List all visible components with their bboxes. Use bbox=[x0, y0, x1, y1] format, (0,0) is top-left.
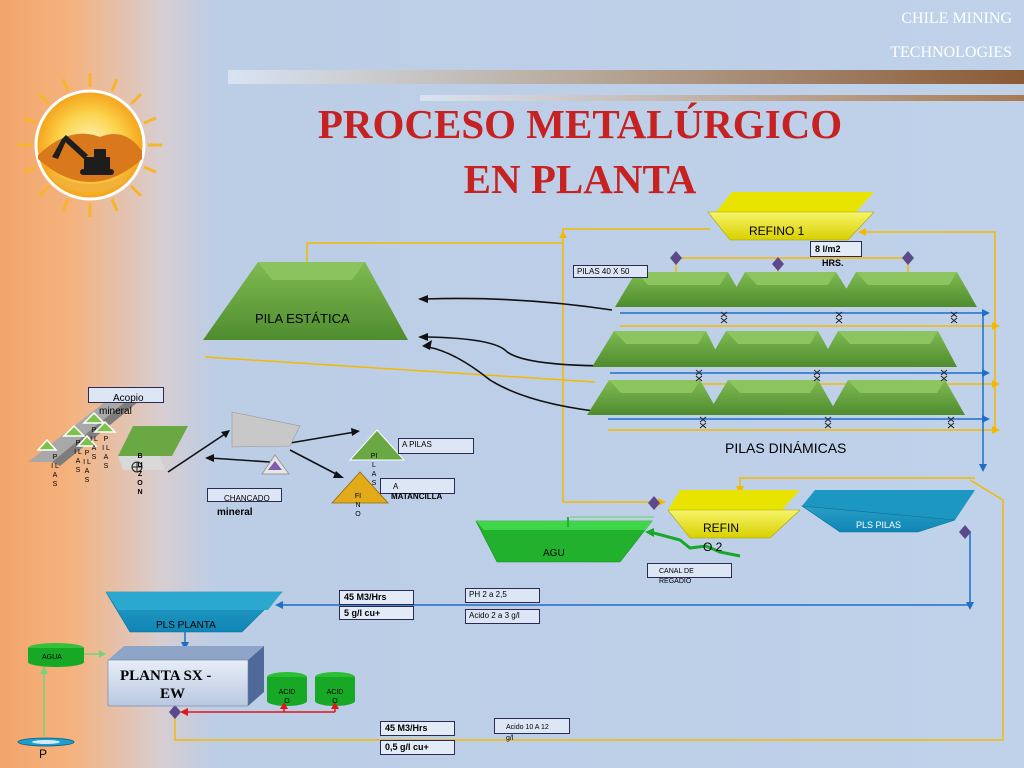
acido-10a12-line-2: g/l bbox=[506, 735, 514, 742]
canal-regadio bbox=[649, 530, 741, 558]
pls-pilas-tank bbox=[800, 505, 956, 533]
pilas-vertical-3: P I L A S bbox=[83, 450, 91, 484]
pila-estatica-shape bbox=[203, 262, 408, 340]
buzon-shape bbox=[118, 426, 188, 456]
pilas-vertical-5: P I L A S bbox=[102, 436, 110, 470]
pilas-size-box: PILAS 40 X 50 bbox=[573, 265, 648, 278]
dynamic-heaps bbox=[587, 272, 977, 415]
acido-10a12-box bbox=[494, 718, 570, 734]
pilas-vertical-1: P I L A S bbox=[51, 454, 59, 488]
page-title-line-1: PROCESO METALÚRGICO bbox=[317, 101, 843, 147]
rate-line-1: 8 l/m2 bbox=[815, 244, 841, 254]
acopio-piles bbox=[36, 411, 117, 451]
fino-label: FI N O bbox=[354, 493, 362, 518]
pilas-vertical-4: P I L A S bbox=[90, 427, 98, 461]
pls-pilas-top bbox=[802, 490, 975, 520]
flow-1-line-1: 45 M3/Hrs bbox=[339, 590, 414, 605]
canal-line-2: REGADIO bbox=[659, 578, 692, 585]
acid-tanks bbox=[267, 672, 355, 706]
crusher-shape bbox=[231, 411, 301, 448]
arrow-heads bbox=[205, 295, 432, 478]
a-matancilla-line-2: MATANCILLA bbox=[391, 492, 443, 501]
pila-estatica-label: PILA ESTÁTICA bbox=[255, 311, 350, 326]
valve-diamonds bbox=[169, 251, 971, 719]
planta-sx-side bbox=[248, 646, 264, 706]
rate-box: 8 l/m2 bbox=[810, 241, 862, 257]
valve-marks bbox=[695, 311, 958, 429]
agua-tank-label: AGUA bbox=[42, 654, 62, 661]
chancado-line-1: CHANCADO bbox=[224, 494, 270, 503]
acid-tank-2-label: ACID O bbox=[326, 689, 344, 705]
pump-label: P bbox=[39, 747, 48, 761]
buzon-label: B U Z O N bbox=[137, 453, 143, 496]
canal-box bbox=[647, 563, 732, 578]
a-matancilla-line-1: A bbox=[393, 482, 399, 491]
planta-sx-line-2: EW bbox=[160, 686, 186, 702]
canal-line-1: CANAL DE bbox=[659, 568, 694, 575]
planta-sx-box bbox=[107, 659, 249, 707]
pilas-dinamicas-label: PILAS DINÁMICAS bbox=[725, 440, 847, 456]
planta-sx-line-1: PLANTA SX - bbox=[120, 668, 212, 684]
pls-planta-label: PLS PLANTA bbox=[156, 620, 216, 631]
acopio-line-2: mineral bbox=[99, 406, 132, 417]
chancado-line-2: mineral bbox=[217, 507, 253, 518]
pila-estatica-top bbox=[258, 262, 365, 280]
pilas-pile bbox=[348, 429, 406, 461]
pilas-vertical-2: P I L A S bbox=[74, 440, 82, 474]
refino-2-line-1: REFIN bbox=[703, 521, 739, 535]
refino-1-tank-top bbox=[716, 192, 874, 212]
refino-2-top bbox=[668, 490, 800, 510]
chancado-box bbox=[207, 488, 282, 502]
agua-pond-label: AGU bbox=[543, 548, 565, 559]
a-pilas-box: A PILAS bbox=[398, 438, 474, 454]
acopio-line-1: Acopio bbox=[113, 393, 144, 404]
acid-tank-1-label: ACID O bbox=[278, 689, 296, 705]
brand-line-2: TECHNOLOGIES bbox=[890, 44, 1012, 61]
flow-2-line-1: 45 M3/Hrs bbox=[380, 721, 455, 736]
acopio-box bbox=[88, 387, 164, 403]
a-matancilla-box bbox=[380, 478, 455, 494]
refino-1-tank bbox=[707, 211, 875, 241]
pls-arrow-heads bbox=[181, 309, 990, 650]
refino-2-tank bbox=[667, 509, 801, 539]
fino-pile bbox=[331, 471, 389, 504]
page-title-line-2: EN PLANTA bbox=[463, 156, 697, 202]
refino-2-line-2: O 2 bbox=[703, 540, 723, 554]
flow-2-line-2: 0,5 g/l cu+ bbox=[380, 740, 455, 755]
ph-box: PH 2 a 2,5 bbox=[465, 588, 540, 603]
planta-sx-top bbox=[108, 646, 264, 660]
transfer-arrows bbox=[167, 297, 616, 476]
flow-1-line-2: 5 g/l cu+ bbox=[339, 606, 414, 620]
refino-1-label: REFINO 1 bbox=[749, 224, 805, 238]
pls-pilas-label: PLS PILAS bbox=[856, 520, 902, 530]
rate-line-2: HRS. bbox=[822, 258, 844, 268]
brand-line-1: CHILE MINING bbox=[901, 10, 1012, 27]
acido-10a12-line-1: Acido 10 A 12 bbox=[506, 724, 549, 731]
pilas-small-label: PI LA S bbox=[370, 453, 378, 487]
acido-2a3-box: Acido 2 a 3 g/l bbox=[465, 609, 540, 624]
